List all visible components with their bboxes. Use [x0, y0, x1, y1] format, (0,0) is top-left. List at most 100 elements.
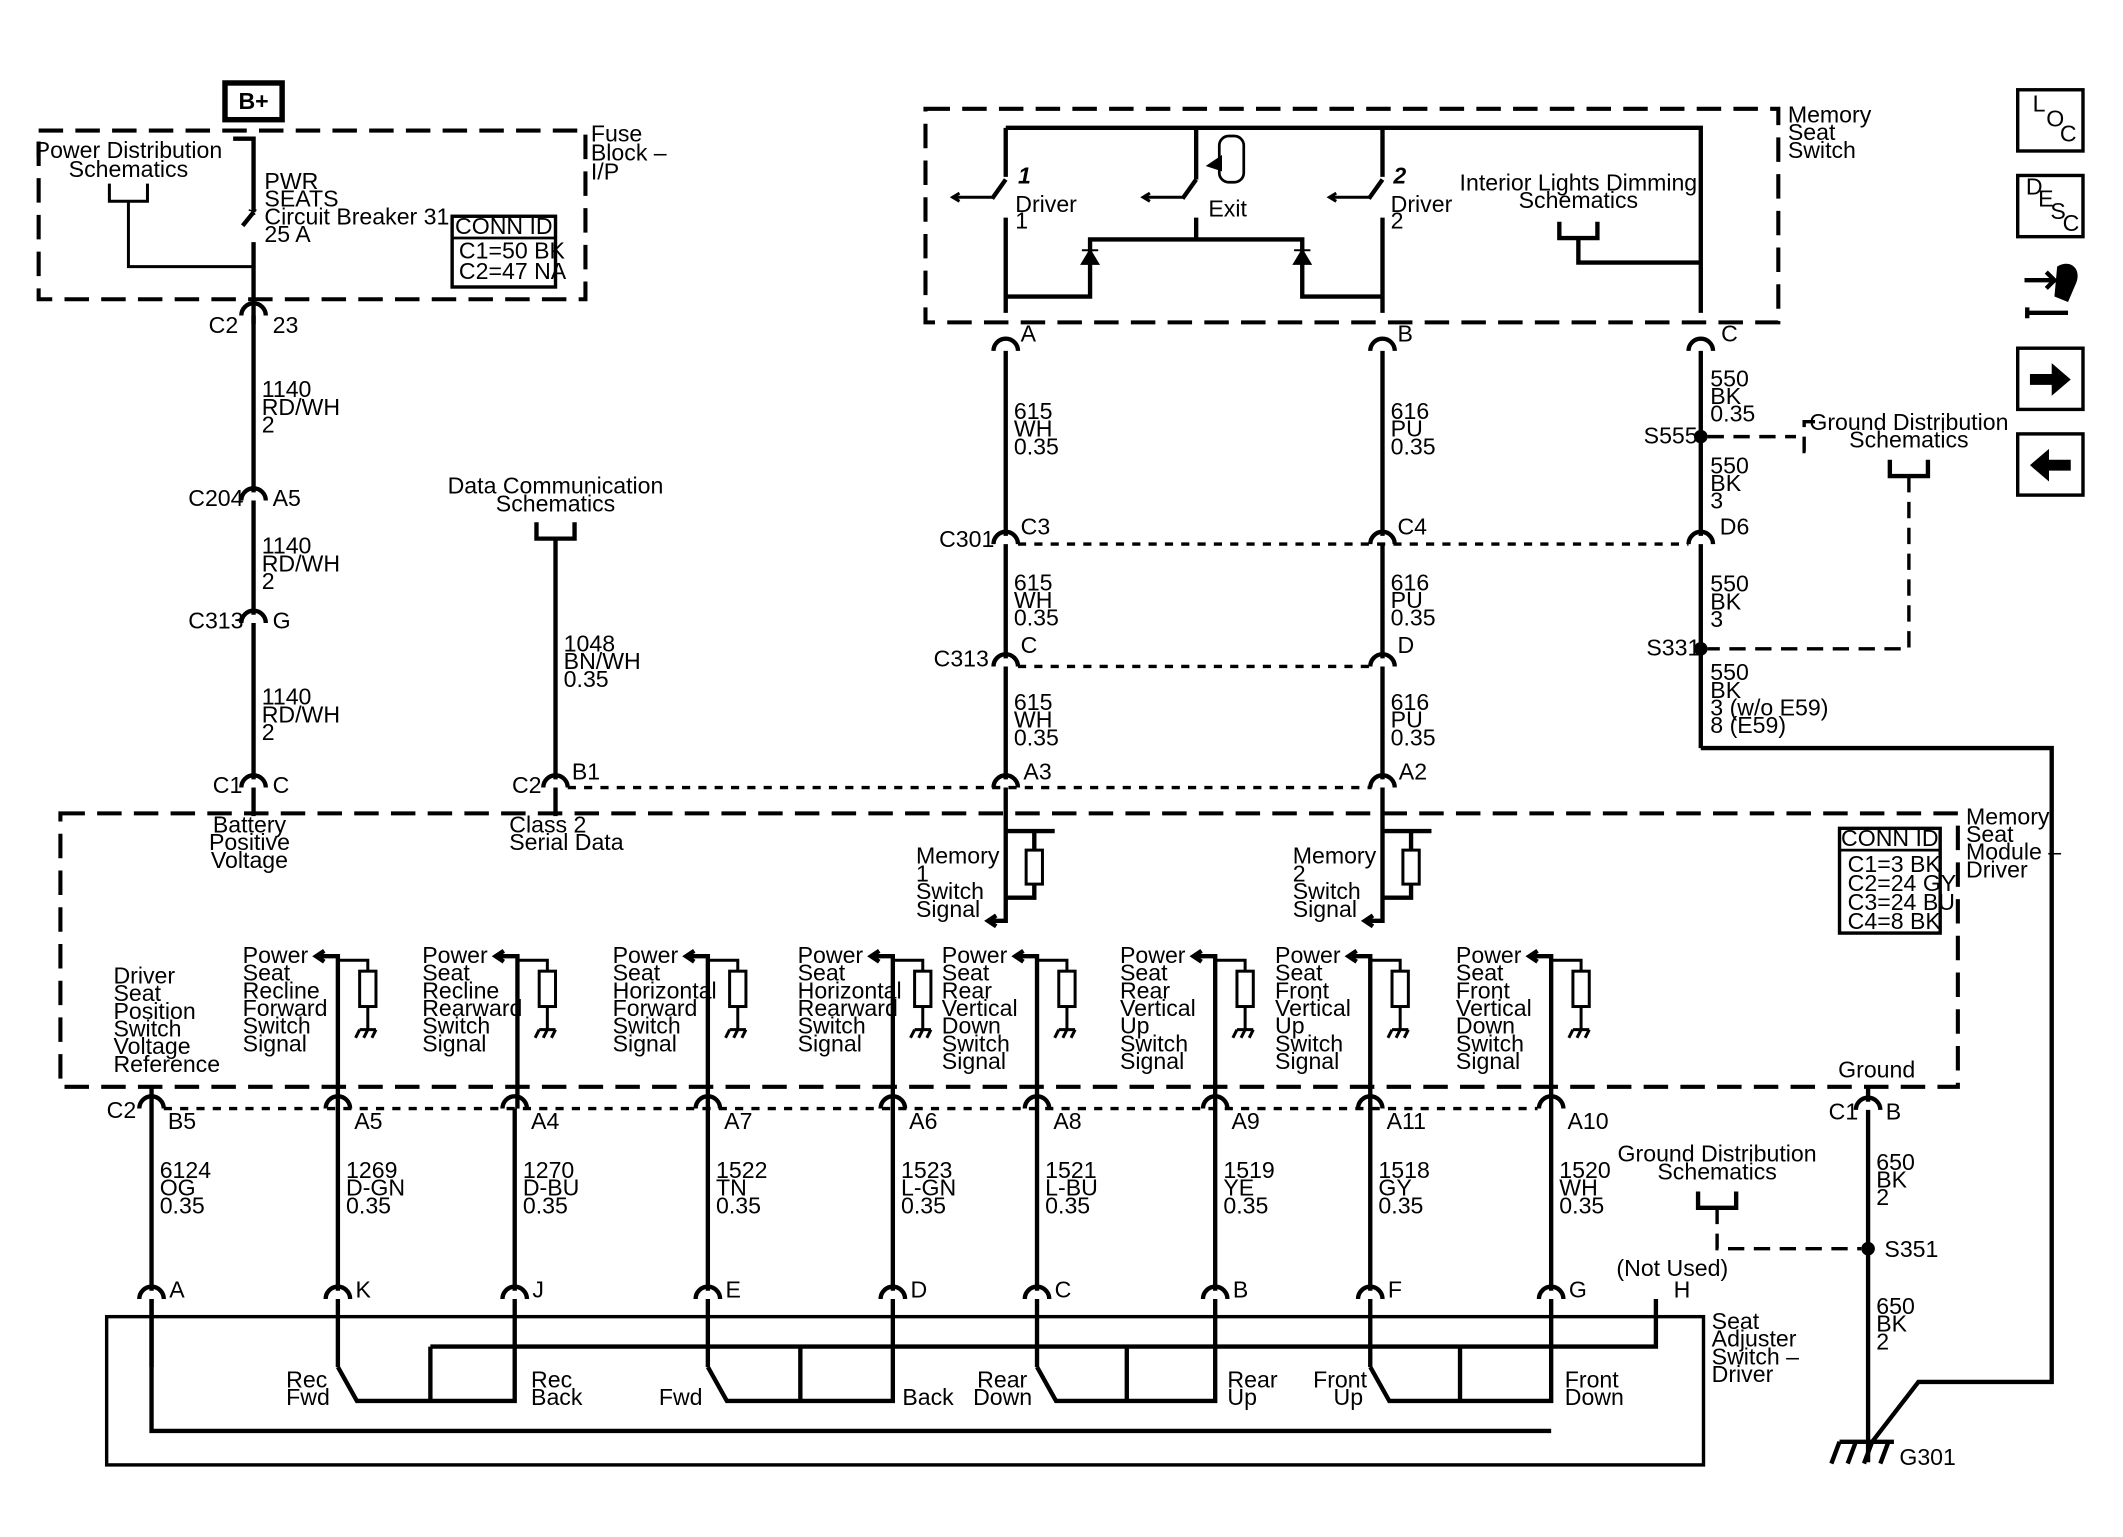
svg-text:C: C — [2060, 120, 2077, 146]
svg-text:D: D — [2026, 174, 2043, 200]
svg-text:K: K — [356, 1277, 372, 1303]
svg-text:O: O — [2046, 105, 2064, 131]
svg-text:C301: C301 — [939, 526, 994, 552]
location-icon[interactable]: L O C — [2016, 88, 2085, 153]
svg-text:A: A — [1021, 320, 1037, 346]
bplus-feed — [233, 136, 256, 213]
svg-text:S331: S331 — [1646, 635, 1700, 661]
svg-text:B: B — [1233, 1277, 1248, 1303]
diode-2 — [1292, 248, 1313, 265]
memory-seat-switch-outline — [923, 106, 1781, 325]
svg-text:G: G — [273, 607, 291, 633]
svg-text:A8: A8 — [1053, 1108, 1081, 1134]
arrow-left-icon[interactable] — [2016, 432, 2085, 497]
svg-text:D: D — [911, 1277, 928, 1303]
seat-switch-contacts — [335, 1346, 1554, 1404]
svg-text:C313: C313 — [188, 607, 243, 633]
svg-text:D: D — [1397, 632, 1414, 658]
diode-1 — [1080, 248, 1101, 265]
svg-text:C204: C204 — [188, 485, 243, 511]
switch-common-bus — [1005, 125, 1703, 313]
svg-text:B5: B5 — [168, 1108, 196, 1134]
svg-text:C: C — [1021, 632, 1038, 658]
splice-s351 — [1861, 1241, 1875, 1256]
wrench-tool-icon[interactable] — [2024, 263, 2078, 319]
svg-text:C2: C2 — [512, 772, 542, 798]
svg-text:C313: C313 — [934, 645, 989, 671]
svg-text:C4: C4 — [1397, 514, 1427, 540]
interior-lights-wire — [1557, 221, 1701, 265]
svg-text:A5: A5 — [273, 485, 301, 511]
arrow-right-icon[interactable] — [2016, 346, 2085, 412]
svg-text:D6: D6 — [1720, 514, 1750, 540]
splice-s555 — [1693, 429, 1708, 444]
seat-switch-h-bus — [430, 1298, 1659, 1349]
svg-text:A9: A9 — [1232, 1108, 1260, 1134]
s331-ground-link — [1707, 476, 1911, 651]
exit-switch[interactable]: Exit — [1140, 134, 1248, 240]
conn-id-box-top — [450, 214, 558, 289]
svg-text:B1: B1 — [572, 758, 600, 784]
lower-c2-label: C2 — [107, 1097, 137, 1123]
seat-switch-reference-bus — [149, 1298, 1552, 1434]
description-icon[interactable]: D E S C — [2016, 174, 2085, 239]
svg-text:G301: G301 — [1899, 1444, 1956, 1470]
svg-text:C1: C1 — [1829, 1098, 1859, 1124]
svg-text:A7: A7 — [724, 1108, 752, 1134]
svg-text:A11: A11 — [1387, 1108, 1426, 1134]
svg-text:S: S — [2050, 198, 2065, 224]
svg-text:A4: A4 — [531, 1108, 559, 1134]
svg-text:E: E — [2038, 186, 2053, 212]
conn-id-title: CONN ID — [455, 213, 553, 239]
diode-network — [1005, 237, 1383, 299]
svg-text:A3: A3 — [1023, 758, 1051, 784]
